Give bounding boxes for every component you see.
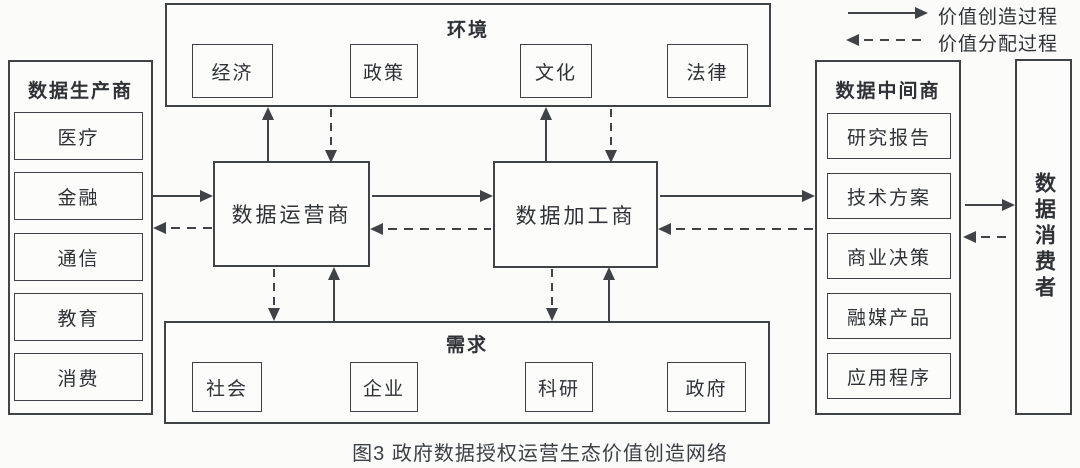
producer-item-telecom: 通信 — [14, 233, 143, 281]
intermediary-item-solution: 技术方案 — [827, 173, 951, 219]
legend-dashed-arrow-icon — [846, 34, 926, 46]
producers-panel: 数据生产商 医疗 金融 通信 教育 消费 — [8, 60, 153, 415]
value-distribution-arrow-consumer-to-intermediary — [963, 231, 1013, 243]
demand-item-research: 科研 — [525, 362, 593, 412]
consumer-box: 数据消费者 — [1015, 59, 1072, 415]
value-creation-arrow-producers-to-operator — [153, 190, 213, 202]
demand-panel: 需求 社会 企业 科研 政府 — [164, 321, 770, 424]
value-creation-arrow-processor-to-intermediary — [660, 190, 815, 202]
value-creation-arrow-intermediary-to-consumer — [965, 199, 1015, 211]
value-creation-arrow-operator-to-processor — [372, 190, 493, 202]
environment-panel: 环境 经济 政策 文化 法律 — [165, 3, 771, 107]
demand-item-enterprise: 企业 — [350, 362, 418, 412]
value-distribution-arrow-processor-to-operator — [370, 223, 491, 235]
value-creation-arrow-demand-to-processor — [603, 267, 615, 321]
intermediary-item-report: 研究报告 — [827, 113, 951, 159]
intermediary-item-media: 融媒产品 — [827, 293, 951, 339]
legend-value-creation-label: 价值创造过程 — [938, 7, 1059, 28]
processor-box: 数据加工商 — [493, 161, 658, 268]
legend-value-distribution-label: 价值分配过程 — [938, 34, 1059, 55]
environment-title: 环境 — [446, 20, 489, 41]
intermediary-item-decision: 商业决策 — [827, 233, 951, 279]
value-distribution-arrow-environment-to-operator — [325, 109, 337, 163]
environment-item-law: 法律 — [667, 44, 748, 98]
legend-solid-arrow-icon — [848, 7, 928, 19]
value-distribution-arrow-intermediary-to-processor — [658, 223, 813, 235]
demand-title: 需求 — [445, 335, 488, 356]
environment-item-culture: 文化 — [520, 44, 592, 98]
value-creation-arrow-processor-to-environment — [540, 107, 552, 161]
intermediary-title: 数据中间商 — [835, 81, 941, 102]
value-creation-arrow-demand-to-operator — [328, 267, 340, 321]
producers-title: 数据生产商 — [27, 81, 133, 102]
value-distribution-arrow-operator-to-demand — [268, 269, 280, 321]
operator-box: 数据运营商 — [213, 161, 370, 267]
producer-item-consumption: 消费 — [14, 353, 143, 401]
environment-item-economy: 经济 — [192, 44, 273, 98]
consumer-label: 数据消费者 — [1032, 172, 1056, 302]
environment-item-policy: 政策 — [350, 44, 418, 98]
value-distribution-arrow-operator-to-producers — [153, 222, 213, 234]
figure-caption: 图3 政府数据授权运营生态价值创造网络 — [352, 443, 728, 465]
producer-item-finance: 金融 — [14, 172, 143, 220]
value-distribution-arrow-environment-to-processor — [605, 109, 617, 163]
producer-item-education: 教育 — [14, 293, 143, 341]
producer-item-medical: 医疗 — [14, 112, 143, 160]
value-distribution-arrow-processor-to-demand — [546, 269, 558, 321]
value-creation-arrow-operator-to-environment — [262, 107, 274, 161]
intermediary-panel: 数据中间商 研究报告 技术方案 商业决策 融媒产品 应用程序 — [815, 60, 961, 415]
demand-item-society: 社会 — [192, 362, 262, 412]
demand-item-government: 政府 — [667, 362, 746, 412]
intermediary-item-app: 应用程序 — [827, 353, 951, 399]
